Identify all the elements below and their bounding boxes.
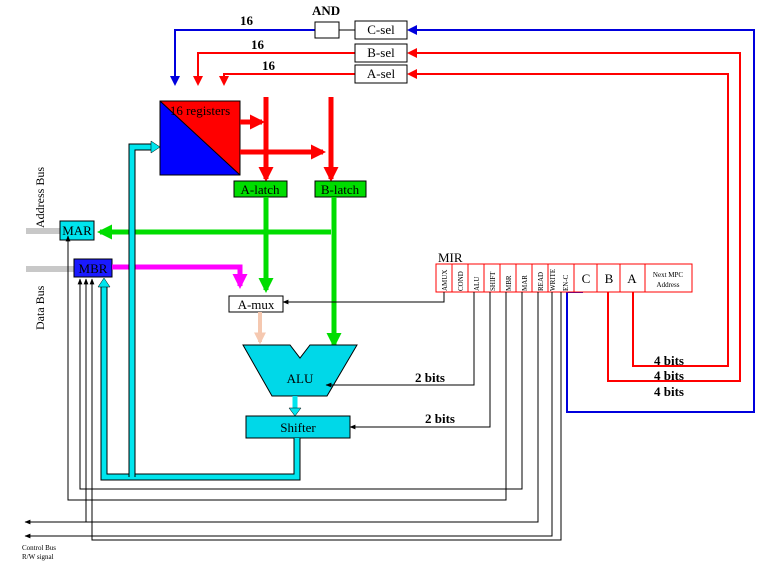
c-bus-wire [170, 29, 315, 86]
mir-field-amux: AMUX [441, 270, 449, 291]
b-sel-box [354, 43, 408, 63]
c-sel-label: C-sel [367, 22, 395, 37]
register-file-label: 16 registers [170, 103, 230, 118]
alu-bits-label: 2 bits [415, 370, 445, 385]
and-gate-label: AND [312, 3, 340, 18]
mir-field-alu: ALU [473, 277, 481, 291]
feedback-to-registers-bus-fill [129, 144, 153, 477]
b-select-wire [407, 48, 741, 382]
register-file [159, 100, 241, 176]
b-bus-wire [193, 52, 355, 86]
b-bits-label: 4 bits [654, 368, 684, 383]
address-bus-stub [26, 228, 60, 234]
feedback-to-mbr-arrowhead [97, 277, 111, 288]
mir-register [435, 263, 693, 293]
shift-bits-label: 2 bits [425, 411, 455, 426]
c-select-wire [407, 25, 755, 413]
shifter-feedback-bus-fill [101, 285, 300, 480]
mbr-to-amux-wire [112, 264, 248, 289]
alu-label: ALU [287, 371, 314, 386]
mir-field-mbr: MBR [505, 275, 513, 291]
register-file-divider [159, 100, 241, 176]
b-latch-label: B-latch [321, 182, 360, 197]
amux-control-wire [282, 292, 445, 305]
mar-register [59, 220, 95, 241]
mir-field-shift: SHIFT [489, 271, 497, 291]
data-bus-stub [26, 266, 74, 272]
mir-field-next-line1: Next MPC [653, 271, 683, 279]
a-mux-label: A-mux [238, 297, 275, 312]
mir-field-b: B [605, 271, 614, 286]
a-bus-wire [219, 73, 355, 86]
mir-field-a: A [627, 271, 637, 286]
a-latch-label: A-latch [241, 182, 280, 197]
c-bus-width-label: 16 [240, 13, 254, 28]
mir-field-c: C [582, 271, 591, 286]
mir-field-mar: MAR [521, 275, 529, 291]
b-sel-label: B-sel [367, 45, 395, 60]
address-bus-label: Address Bus [33, 167, 47, 228]
mir-field-cond: COND [457, 271, 465, 291]
c-bits-label: 4 bits [654, 384, 684, 399]
mir-label: MIR [438, 250, 463, 265]
feedback-to-registers-arrowhead [150, 140, 161, 154]
b-latch [314, 180, 367, 198]
a-bits-label: 4 bits [654, 353, 684, 368]
feedback-to-registers-bus [128, 143, 153, 477]
write-control-wire [24, 292, 553, 539]
mir-field-next-line2: Address [657, 281, 680, 289]
mbr-label: MBR [79, 261, 108, 276]
b-bus-width-label: 16 [251, 37, 265, 52]
alu-to-shifter-arrowhead [288, 407, 302, 417]
a-bus-width-label: 16 [262, 58, 276, 73]
data-bus-label: Data Bus [33, 285, 47, 330]
mar-label: MAR [62, 223, 92, 238]
shifter-label: Shifter [280, 420, 316, 435]
mir-field-dividers [451, 264, 646, 292]
a-sel-label: A-sel [367, 66, 396, 81]
rw-signal-label: R/W signal [22, 553, 54, 561]
a-latch [233, 180, 288, 198]
a-select-wire [407, 69, 729, 367]
control-bus-label: Control Bus [22, 544, 56, 552]
a-sel-box [354, 64, 408, 84]
mir-field-read: READ [537, 272, 545, 291]
mbr-control-wire [65, 235, 507, 501]
c-sel-box [354, 20, 408, 40]
and-gate [314, 21, 340, 39]
read-control-wire [83, 278, 539, 523]
shift-control-wire [349, 292, 491, 430]
enc-control-wire [89, 278, 562, 541]
mar-control-wire [77, 278, 523, 490]
mir-field-enc: EN-C [562, 274, 570, 291]
mir-field-write: WRITE [549, 269, 557, 291]
alu-control-wire [325, 292, 475, 388]
